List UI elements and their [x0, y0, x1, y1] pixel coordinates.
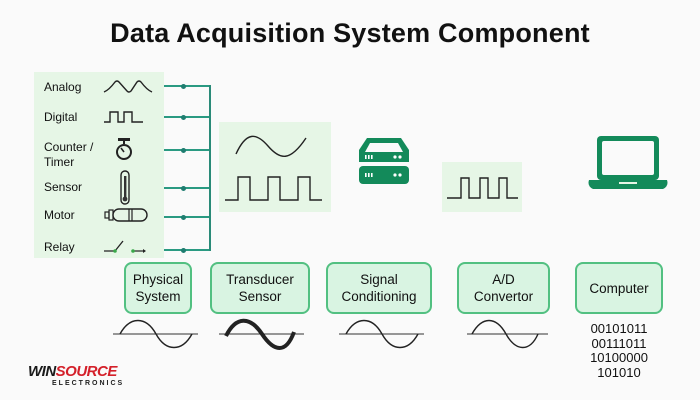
stage-label-line1: Signal — [360, 272, 398, 287]
junction-node — [181, 185, 186, 191]
input-label-motor: Motor — [44, 208, 75, 222]
stage-label-line2: Convertor — [473, 289, 534, 304]
stage-label-line1: Transducer — [226, 272, 294, 287]
logo-win-text: WIN — [28, 363, 56, 380]
stage-label-line2: Conditioning — [341, 289, 417, 304]
server-icon — [359, 138, 409, 184]
counter-label-line1: Counter / — [44, 140, 94, 154]
square-wave-icon — [225, 176, 322, 201]
motor-icon — [104, 208, 148, 222]
junction-node — [181, 83, 186, 89]
stage-label-line2: System — [135, 289, 181, 304]
junction-node — [181, 214, 186, 220]
stage-ad-convertor: A/D Convertor — [457, 262, 550, 314]
ad-sine-wave-icon — [467, 319, 548, 349]
wire-relay — [164, 249, 210, 251]
input-label-relay: Relay — [44, 240, 75, 254]
relay-switch-icon — [104, 240, 146, 253]
wire-motor — [164, 216, 210, 218]
input-label-sensor: Sensor — [44, 180, 83, 194]
junction-node — [181, 247, 186, 253]
wire-sensor — [164, 187, 210, 189]
laptop-icon — [588, 136, 668, 189]
wire-counter-timer — [164, 149, 210, 151]
stopwatch-icon — [116, 138, 132, 160]
physical-sine-wave-icon — [113, 319, 198, 349]
diagram-title: Data Acquisition System Component — [110, 18, 590, 48]
ad-signal-panel — [442, 162, 522, 212]
winsource-logo: WINSOURCE — [28, 363, 117, 380]
thermometer-icon — [120, 170, 130, 205]
logo-source-text: SOURCE — [55, 363, 118, 380]
input-bus-line — [209, 85, 211, 251]
junction-node — [181, 147, 186, 153]
stage-label-line1: Computer — [589, 280, 649, 296]
binary-line: 10100000 — [590, 350, 648, 365]
input-label-analog: Analog — [44, 80, 82, 94]
stage-computer: Computer — [575, 262, 663, 314]
binary-output: 00101011 00111011 10100000 101010 — [575, 321, 663, 380]
wire-analog — [164, 85, 210, 87]
digital-square-wave-icon — [447, 177, 518, 199]
logo-subtitle: ELECTRONICS — [52, 380, 125, 387]
inputs-panel — [34, 72, 164, 258]
junction-node — [181, 114, 186, 120]
input-label-digital: Digital — [44, 110, 78, 124]
sine-wave-icon — [235, 135, 307, 157]
counter-label-line2: Timer — [44, 155, 75, 169]
input-label-counter-timer: Counter / Timer — [44, 140, 93, 170]
stage-label-line2: Sensor — [238, 289, 282, 304]
wire-digital — [164, 116, 210, 118]
binary-line: 101010 — [597, 364, 641, 380]
digital-pulse-icon — [104, 111, 143, 123]
stage-label-line1: A/D — [492, 272, 515, 287]
transducer-sine-wave-icon — [219, 318, 304, 350]
analog-wave-icon — [103, 80, 153, 93]
stage-label-line1: Physical — [132, 272, 184, 287]
binary-line: 00111011 — [591, 335, 647, 351]
conditioning-sine-wave-icon — [339, 319, 424, 349]
binary-line: 00101011 — [590, 321, 648, 336]
